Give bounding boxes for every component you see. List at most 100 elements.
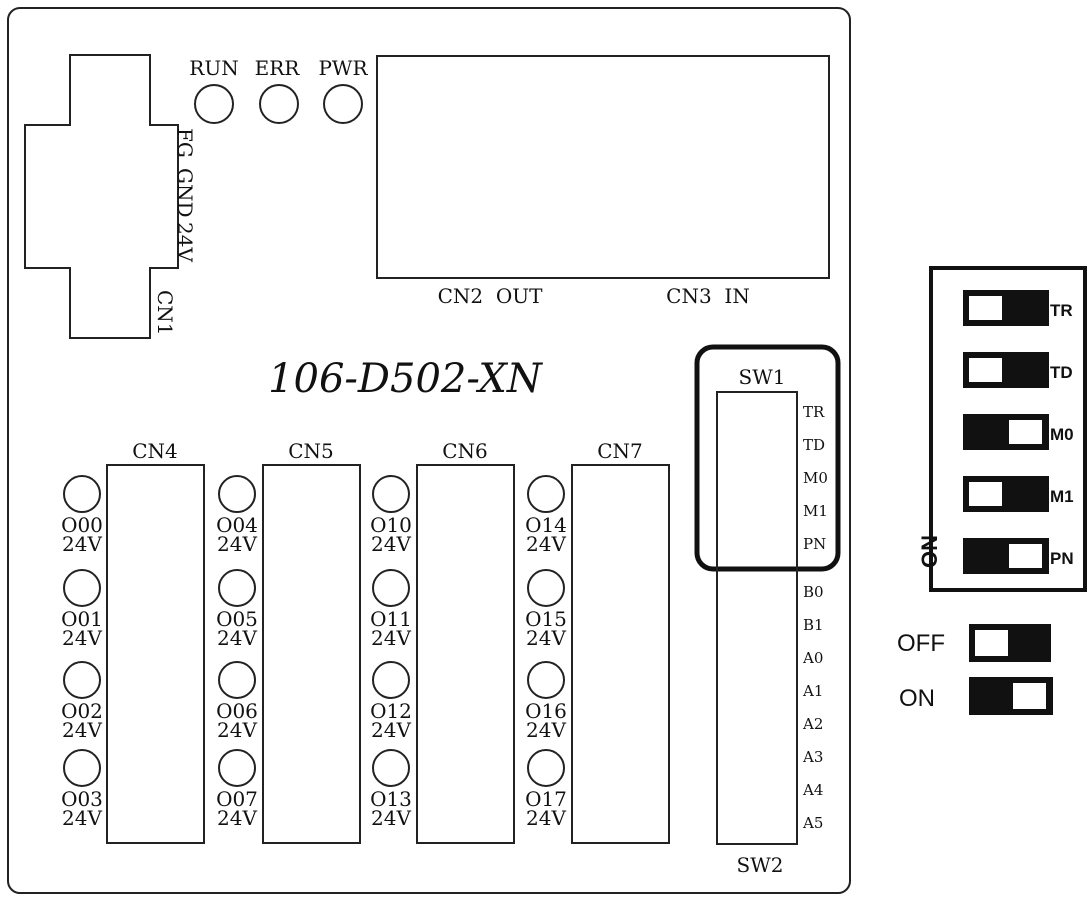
channel-label: O06 [216,699,258,723]
channel-label: O03 [61,787,103,811]
channel-voltage: 24V [217,532,257,556]
channel-voltage: 24V [62,806,102,830]
sw1-position-m0: M0 [803,469,828,487]
cn1-pin-label-24v: 24V [173,222,197,262]
dip-switch-knob [969,482,1002,506]
channel-led-indicator [218,475,256,513]
channel-label: O02 [61,699,103,723]
channel-voltage: 24V [371,718,411,742]
channel-led-indicator [527,569,565,607]
led-label-run: RUN [189,56,238,80]
legend-on-switch [969,677,1053,715]
dip-switch-knob [969,358,1002,382]
channel-led-indicator [218,661,256,699]
sw2-position-a0: A0 [802,649,823,667]
channel-label: O05 [216,607,258,631]
dip-switch-tr: TR [963,290,1073,326]
switch-body [716,391,798,845]
channel-voltage: 24V [62,626,102,650]
dip-switch-label: TR [1050,301,1073,320]
led-pwr-indicator [323,84,363,124]
sw1-label: SW1 [739,365,786,389]
output-blocks: CN4O0024VO0124VO0224VO0324VCN5O0424VO052… [61,439,670,844]
dip-switch-knob [1009,420,1042,444]
dip-detail-panel [929,266,1087,592]
channel-voltage: 24V [62,532,102,556]
channel-label: O10 [370,513,412,537]
dip-switch-m0: M0 [963,414,1074,450]
channel-label: O15 [525,607,567,631]
dip-switch-label: M1 [1050,487,1074,506]
channel-voltage: 24V [371,806,411,830]
sw2-position-a3: A3 [802,748,823,766]
sw2-label: SW2 [737,853,784,877]
cn1-pin-label-fg: FG [173,128,197,158]
sw1-position-m1: M1 [803,502,828,520]
output-block-label: CN7 [597,439,643,463]
channel-led-indicator [527,661,565,699]
channel-label: O17 [525,787,567,811]
channel-led-indicator [218,749,256,787]
channel-led-indicator [527,475,565,513]
channel-led-indicator [372,661,410,699]
channel-label: O13 [370,787,412,811]
cn2-label: CN2 OUT [438,284,543,308]
cn1-connector [24,54,179,339]
channel-label: O00 [61,513,103,537]
channel-voltage: 24V [371,626,411,650]
sw1-position-tr: TR [803,403,825,421]
dip-on-marker: ON [917,535,942,568]
channel-label: O16 [525,699,567,723]
sw1-position-pn: PN [803,535,826,553]
dip-switch-m1: M1 [963,476,1074,512]
output-block-label: CN5 [288,439,334,463]
output-block-label: CN6 [442,439,488,463]
led-run-indicator [194,84,234,124]
channel-voltage: 24V [217,718,257,742]
channel-label: O01 [61,607,103,631]
channel-led-indicator [63,661,101,699]
channel-label: O11 [370,607,412,631]
channel-voltage: 24V [62,718,102,742]
legend-on-label: ON [899,685,935,712]
channel-voltage: 24V [217,626,257,650]
channel-label: O14 [525,513,567,537]
channel-led-indicator [218,569,256,607]
legend-off-switch [969,624,1051,662]
output-block-label: CN4 [132,439,178,463]
channel-voltage: 24V [526,806,566,830]
channel-label: O04 [216,513,258,537]
terminal-block [571,464,670,844]
channel-led-indicator [372,569,410,607]
led-label-err: ERR [255,56,301,80]
sw2-position-b0: B0 [803,583,824,601]
sw2-position-a4: A4 [802,781,823,799]
channel-led-indicator [527,749,565,787]
dip-switch-td: TD [963,352,1073,388]
led-label-pwr: PWR [318,56,368,80]
sw2-position-b1: B1 [803,616,824,634]
cn1-pin-label-gnd: GND [173,168,197,218]
channel-led-indicator [63,749,101,787]
channel-voltage: 24V [526,718,566,742]
channel-voltage: 24V [526,532,566,556]
sw2-position-a2: A2 [802,715,823,733]
